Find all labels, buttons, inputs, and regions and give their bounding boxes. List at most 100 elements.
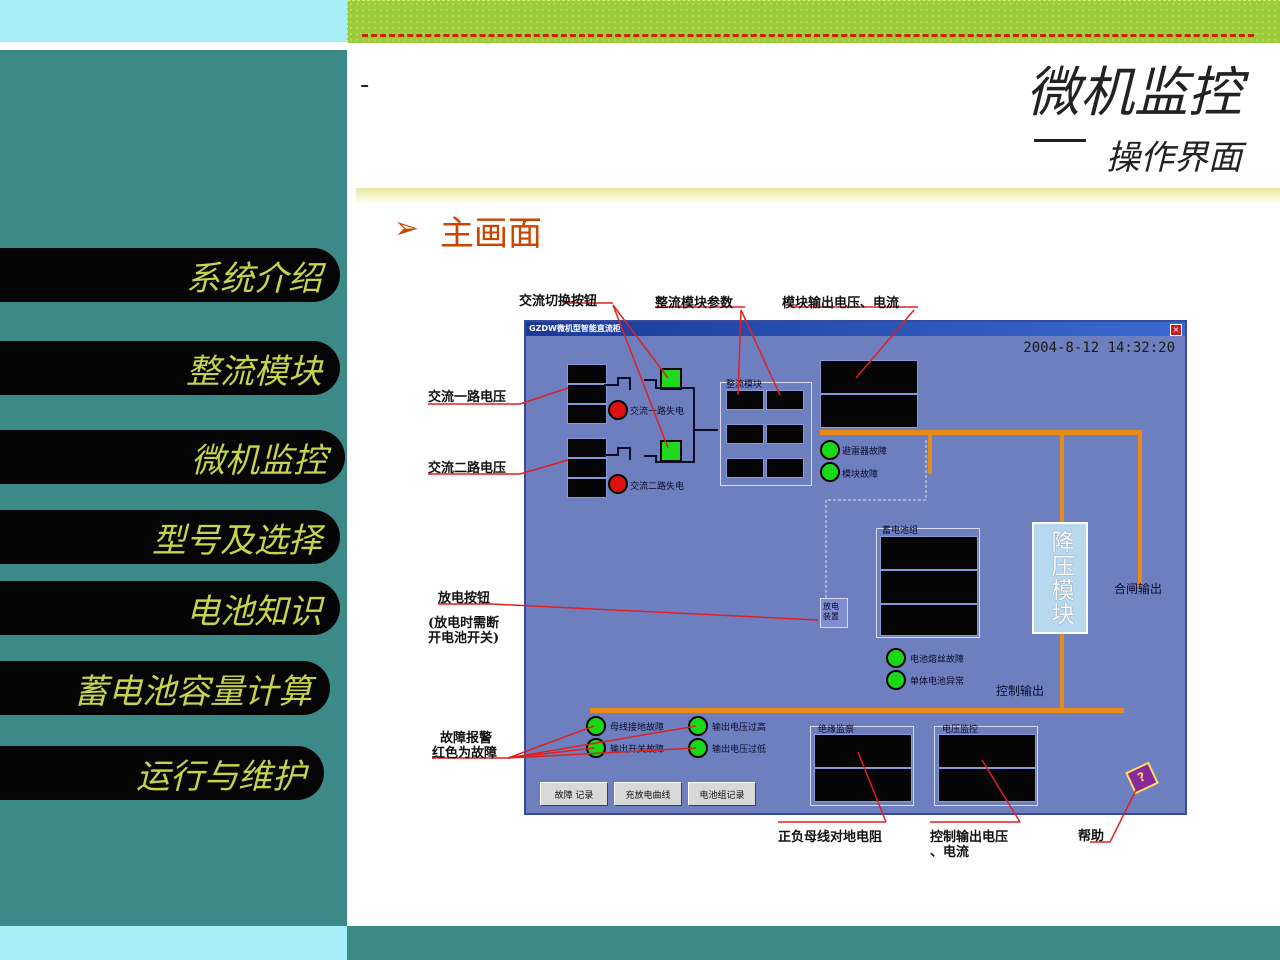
battery-group-title: 蓄电池组 [882,526,919,536]
bus-ground-fault-lamp [586,716,606,736]
close-icon[interactable]: × [1170,324,1182,336]
bottom-left-band [0,926,347,960]
cell-abnormal-label: 单体电池异常 [910,677,965,687]
battery-record-button[interactable]: 电池组记录 [688,782,756,806]
callout-help: 帮助 [1078,829,1105,844]
ac2-fault-label: 交流二路失电 [630,482,685,492]
output-switch-fault-label: 输出开关故障 [610,745,665,755]
top-left-band [0,0,347,42]
insulation-monitor-frame [810,726,914,806]
sidebar-item-label: 型号及选择 [152,520,322,561]
module-fault-label: 模块故障 [842,470,879,480]
insulation-monitor-title: 绝缘监察 [818,725,855,735]
sidebar-item-battery-knowledge[interactable]: 电池知识 [0,581,340,635]
control-output-label: 控制输出 [996,684,1045,698]
insulation-display [814,734,912,768]
output-voltage-high-label: 输出电压过高 [712,723,767,733]
rectifier-module-param[interactable] [766,390,804,410]
discharge-device-button[interactable] [820,598,848,628]
callout-control-output-vi-2: 、电流 [930,845,970,860]
buck-module-label: 降压模块 [1047,530,1073,626]
battery-display [880,604,978,636]
callout-discharge-button: 放电按钮 [438,591,491,606]
rectifier-module-param[interactable] [766,458,804,478]
sidebar-item-label: 系统介绍 [186,258,322,299]
callout-module-output: 模块输出电压、电流 [782,296,900,311]
ac2-fault-lamp [608,474,628,494]
window-title: GZDW微机型智能直流柜 [529,324,621,333]
module-output-current-display [820,394,918,428]
sidebar-item-model-selection[interactable]: 型号及选择 [0,510,340,564]
module-output-voltage-display [820,360,918,394]
lightning-arrester-label: 避雷器故障 [842,447,888,457]
sidebar-item-label: 整流模块 [186,351,322,392]
battery-group-frame [876,528,980,638]
rectifier-module-title: 整流模块 [726,380,763,390]
callout-discharge-note: (放电时需断 [428,616,500,631]
ac1-voltage-display [567,404,607,424]
discharge-device-label: 放电装置 [823,602,839,621]
window-titlebar: GZDW微机型智能直流柜 × [526,322,1185,336]
closing-output-label: 合闸输出 [1114,582,1163,596]
callout-ac2-voltage: 交流二路电压 [428,461,507,476]
title-underline-bar [356,188,1280,202]
rectifier-module-param[interactable] [726,390,764,410]
top-left-gap [0,42,347,50]
bus-drop [928,430,932,474]
slide-dash: - [360,70,370,100]
bullet-arrow-icon: ➢ [394,211,420,246]
battery-fuse-label: 电池熔丝故障 [910,655,965,665]
rectifier-module-frame [720,382,812,486]
slide-subtitle: 操作界面 [1106,138,1242,178]
section-heading: 主画面 [440,214,542,254]
bottom-right-band [347,926,1280,960]
title-dash-rule [1034,139,1086,142]
top-right-dashed-line [362,34,1254,37]
ac2-voltage-display [567,478,607,498]
callout-fault-alarm-note: 红色为故障 [432,746,498,761]
lightning-arrester-lamp [820,440,840,460]
monitor-window: GZDW微机型智能直流柜 × 2004-8-12 14:32:20 交流一路失电… [524,320,1187,815]
insulation-display [814,768,912,802]
callout-ac1-voltage: 交流一路电压 [428,390,507,405]
callout-rect-module-params: 整流模块参数 [655,296,734,311]
ac1-fault-lamp [608,400,628,420]
sidebar-item-label: 蓄电池容量计算 [74,671,312,712]
module-fault-lamp [820,462,840,482]
sidebar-item-label: 运行与维护 [136,756,306,797]
voltage-monitor-frame [934,726,1038,806]
cell-abnormal-lamp [886,670,906,690]
rectifier-module-param[interactable] [766,424,804,444]
rectifier-module-param[interactable] [726,424,764,444]
sidebar-item-microcomputer-monitor[interactable]: 微机监控 [0,430,345,484]
battery-display [880,536,978,570]
slide-title: 微机监控 [1026,61,1242,124]
fault-record-button[interactable]: 故障 记录 [540,782,608,806]
ac2-voltage-display [567,458,607,478]
voltage-display [938,768,1036,802]
callout-positive-bus-resistance: 正负母线对地电阻 [778,830,883,845]
sidebar-item-battery-capacity[interactable]: 蓄电池容量计算 [0,661,330,715]
dc-output-bus [820,430,1142,435]
charge-curve-button[interactable]: 充放电曲线 [614,782,682,806]
sidebar-item-rectifier-module[interactable]: 整流模块 [0,341,340,395]
datetime-readout: 2004-8-12 14:32:20 [1023,340,1175,356]
ac1-fault-label: 交流一路失电 [630,407,685,417]
output-voltage-low-label: 输出电压过低 [712,745,767,755]
callout-discharge-note: 开电池开关) [428,631,500,646]
ac2-voltage-display [567,438,607,458]
control-output-bus [590,708,1124,713]
sidebar-item-label: 电池知识 [186,591,322,632]
battery-display [880,570,978,604]
ac1-voltage-display [567,364,607,384]
callout-fault-alarm: 故障报警 [440,731,493,746]
battery-fuse-lamp [886,648,906,668]
sidebar-item-operation-maintenance[interactable]: 运行与维护 [0,746,324,800]
output-voltage-high-lamp [688,716,708,736]
sidebar-item-system-intro[interactable]: 系统介绍 [0,248,340,302]
rectifier-module-param[interactable] [726,458,764,478]
voltage-monitor-title: 电压监控 [942,725,979,735]
callout-control-output-vi: 控制输出电压 [930,830,1009,845]
sidebar-item-label: 微机监控 [191,440,327,481]
